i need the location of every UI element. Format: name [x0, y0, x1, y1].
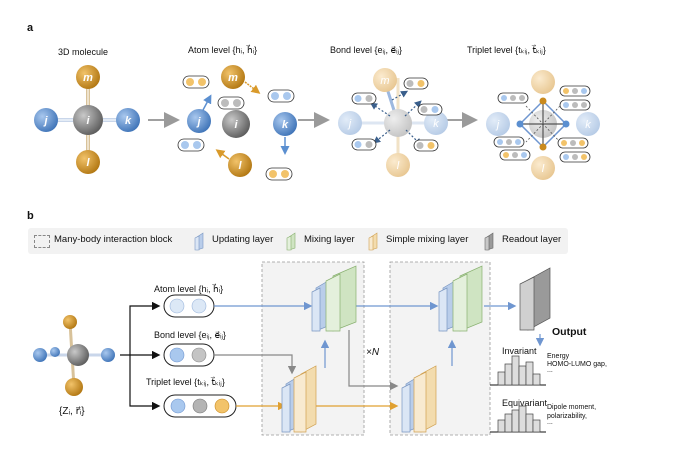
block2-updating-mixing-layers	[438, 265, 483, 332]
atom-level-i	[222, 110, 250, 138]
input-molecule	[33, 315, 115, 396]
triplet-feature-pill-4	[557, 137, 589, 149]
molecule-3d: i j k m l	[34, 65, 140, 174]
equivariant-desc-polarizability: polarizability,	[547, 413, 587, 420]
atom-l	[76, 150, 100, 174]
svg-text:m: m	[228, 72, 238, 84]
triplet-feature-pill-6	[499, 149, 531, 161]
svg-text:k: k	[282, 119, 289, 131]
panel-b-label: b	[27, 210, 34, 222]
atom-feature-pill-j	[177, 138, 205, 152]
legend-readout-label: Readout layer	[502, 234, 562, 245]
legend-updating-swatch	[194, 232, 204, 251]
block1-updating-mixing-layers	[311, 265, 357, 332]
atom-level-m	[221, 65, 245, 89]
svg-text:j: j	[495, 119, 500, 131]
bond-feature-pill-2	[403, 77, 429, 90]
atom-m	[76, 65, 100, 89]
svg-text:j: j	[195, 116, 201, 128]
bond-feature-pill-5	[413, 139, 439, 152]
triplet-feature-pill-2	[559, 85, 591, 97]
bond-feature-pill-3	[417, 103, 443, 116]
block1-updating-simple-mixing-layers	[281, 365, 317, 433]
svg-text:j: j	[347, 118, 352, 130]
svg-text:l: l	[238, 160, 242, 172]
atom-level-l	[228, 153, 252, 177]
legend-mixing-swatch	[286, 232, 296, 251]
atom-i	[73, 105, 103, 135]
bond-feature-pill-1	[351, 92, 377, 105]
invariant-desc-more: ...	[547, 367, 553, 374]
legend-simple-mixing-label: Simple mixing layer	[386, 234, 469, 245]
svg-text:k: k	[585, 119, 591, 131]
equivariant-desc-dipole: Dipole moment,	[547, 404, 597, 411]
title-triplet-level: Triplet level {tₖᵢⱼ, t⃗ₖᵢⱼ}	[467, 45, 546, 55]
output-title: Output	[552, 326, 587, 338]
atom-j-label: j	[42, 115, 48, 127]
atom-k	[116, 108, 140, 132]
panel-a-label: a	[27, 22, 34, 34]
readout-layer	[519, 267, 551, 331]
interaction-block-2	[389, 261, 491, 436]
equivariant-histogram	[490, 405, 546, 433]
atom-m-label: m	[83, 72, 93, 84]
atom-level-j	[187, 109, 211, 133]
atom-level-k	[273, 112, 297, 136]
legend-interaction-block-label: Many-body interaction block	[54, 234, 173, 245]
svg-text:l: l	[397, 160, 400, 172]
atom-l-label: l	[86, 157, 90, 169]
atom-k-label: k	[125, 115, 132, 127]
input-triplet-level-label: Triplet level {tₖᵢⱼ, t⃗ₖᵢⱼ}	[146, 377, 225, 387]
title-bond-level: Bond level {eᵢⱼ, e⃗ᵢⱼ}	[330, 45, 403, 55]
invariant-label: Invariant	[502, 346, 537, 356]
block2-updating-simple-mixing-layers	[401, 365, 437, 433]
legend-readout-swatch	[484, 232, 494, 251]
legend: Many-body interaction block Updating lay…	[28, 228, 568, 254]
atom-level-diagram: j i k m l	[177, 65, 297, 181]
interaction-block-1	[261, 261, 365, 436]
svg-text:l: l	[542, 163, 545, 175]
atom-i-label: i	[86, 115, 90, 127]
invariant-desc-energy: Energy	[547, 353, 570, 360]
legend-updating-label: Updating layer	[212, 234, 274, 245]
input-branch-arrows	[120, 301, 161, 411]
title-3d-molecule: 3D molecule	[58, 47, 109, 57]
legend-simple-mixing-swatch	[368, 232, 378, 251]
title-atom-level: Atom level {hᵢ, h⃗ᵢ}	[188, 45, 258, 55]
invariant-desc-gap: HOMO-LUMO gap,	[547, 361, 607, 368]
triplet-feature-pill-5	[559, 151, 591, 163]
triplet-feature-pill-3	[559, 99, 591, 111]
atom-feature-pill-m	[182, 75, 210, 89]
bond-input-pill	[163, 343, 215, 367]
svg-text:k: k	[433, 118, 439, 130]
bond-feature-pill-4	[351, 138, 377, 151]
molecule-input-label: {Zᵢ, r⃗ᵢ}	[59, 406, 85, 417]
input-atom-level-label: Atom level {hᵢ, h⃗ᵢ}	[154, 284, 224, 294]
triplet-level-diagram: j k l	[486, 70, 600, 180]
triplet-feature-pill-7	[493, 136, 525, 148]
svg-text:i: i	[234, 119, 238, 131]
equivariant-label: Equivariant	[502, 398, 548, 408]
triplet-input-pill	[163, 394, 237, 418]
atom-j	[34, 108, 58, 132]
atom-input-pill	[163, 294, 215, 318]
atom-feature-pill-k	[267, 89, 295, 103]
legend-interaction-block-swatch	[34, 235, 50, 248]
legend-mixing-label: Mixing layer	[304, 234, 355, 245]
repeat-n-label: ×N	[366, 347, 380, 358]
bond-level-diagram: j k l m	[338, 68, 448, 177]
panel-a-diagram: i j k m l j i k m l	[34, 65, 600, 181]
invariant-histogram	[490, 355, 546, 386]
svg-text:m: m	[380, 75, 389, 87]
input-bond-level-label: Bond level {eᵢⱼ, e⃗ᵢⱼ}	[154, 330, 227, 340]
equivariant-desc-more: ...	[547, 419, 553, 426]
triplet-feature-pill-1	[497, 92, 529, 104]
atom-feature-pill-i	[217, 96, 245, 110]
atom-feature-pill-l	[265, 167, 293, 181]
